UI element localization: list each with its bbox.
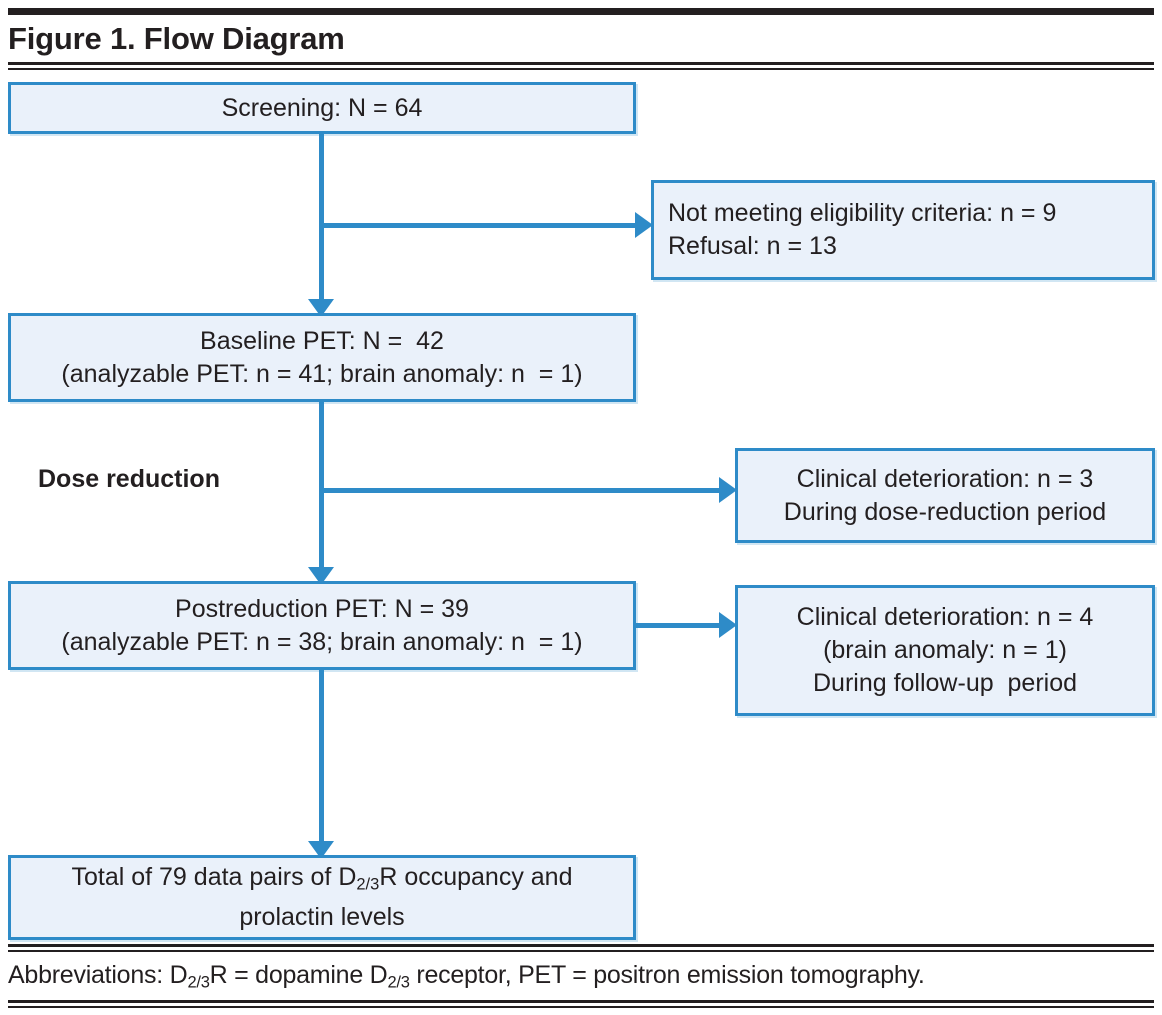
- node-total-line-1-suffix: R occupancy and: [379, 862, 573, 891]
- node-deterioration-followup: Clinical deterioration: n = 4 (brain ano…: [735, 585, 1155, 716]
- node-total-data-pairs: Total of 79 data pairs of D2/3R occupanc…: [8, 855, 636, 940]
- footnote-rule-lower: [8, 950, 1154, 952]
- branch-to-deterioration-dose: [319, 488, 723, 493]
- arrowhead-down-postreduction-icon: [308, 567, 334, 585]
- node-postreduction-pet-line-2: (analyzable PET: n = 38; brain anomaly: …: [61, 627, 583, 656]
- bottom-rule-upper: [8, 1000, 1154, 1003]
- title-rule-upper: [8, 62, 1154, 65]
- footnote-rule-upper: [8, 944, 1154, 947]
- node-postreduction-pet-line-1: Postreduction PET: N = 39: [175, 594, 469, 623]
- dose-reduction-label: Dose reduction: [38, 465, 220, 493]
- footnote-part-c: receptor, PET = positron emission tomogr…: [409, 961, 925, 989]
- node-total-line-2: prolactin levels: [239, 903, 405, 932]
- node-excluded-line-1: Not meeting eligibility criteria: n = 9: [668, 199, 1057, 227]
- title-rule-lower: [8, 68, 1154, 70]
- node-screening: Screening: N = 64: [8, 82, 636, 134]
- node-deterioration-dose-line-1: Clinical deterioration: n = 3: [796, 464, 1094, 493]
- arrowhead-right-excluded-icon: [635, 212, 653, 238]
- figure-title: Figure 1. Flow Diagram: [8, 21, 345, 56]
- node-deterioration-followup-line-2: (brain anomaly: n = 1): [823, 636, 1067, 664]
- top-rule: [8, 8, 1154, 15]
- arrowhead-down-baseline-icon: [308, 299, 334, 317]
- arrowhead-right-deterioration-followup-icon: [719, 612, 737, 638]
- node-deterioration-dose-line-2: During dose-reduction period: [783, 497, 1107, 526]
- node-total-line-1-prefix: Total of 79 data pairs of D: [71, 862, 357, 891]
- node-total-line-1: Total of 79 data pairs of D2/3R occupanc…: [71, 861, 572, 902]
- node-excluded-line-2: Refusal: n = 13: [668, 232, 837, 260]
- node-postreduction-pet: Postreduction PET: N = 39 (analyzable PE…: [8, 581, 636, 670]
- connector-screening-to-baseline: [319, 134, 324, 311]
- figure-footnote: Abbreviations: D2/3R = dopamine D2/3 rec…: [8, 957, 1154, 1001]
- footnote-subscript-2: 2/3: [387, 973, 410, 992]
- branch-to-deterioration-followup: [634, 623, 723, 628]
- node-baseline-pet-line-2: (analyzable PET: n = 41; brain anomaly: …: [61, 359, 583, 388]
- arrowhead-down-total-icon: [308, 841, 334, 859]
- connector-postreduction-to-total: [319, 670, 324, 853]
- footnote-part-a: Abbreviations: D: [8, 961, 188, 989]
- node-deterioration-dose-reduction: Clinical deterioration: n = 3 During dos…: [735, 448, 1155, 543]
- node-baseline-pet-line-1: Baseline PET: N = 42: [200, 326, 444, 355]
- footnote-subscript-1: 2/3: [187, 973, 210, 992]
- node-screening-line-1: Screening: N = 64: [221, 93, 423, 122]
- branch-to-excluded: [319, 223, 639, 228]
- node-deterioration-followup-line-3: During follow-up period: [812, 669, 1078, 697]
- arrowhead-right-deterioration-dose-icon: [719, 477, 737, 503]
- node-excluded: Not meeting eligibility criteria: n = 9 …: [651, 180, 1155, 280]
- node-baseline-pet: Baseline PET: N = 42 (analyzable PET: n …: [8, 313, 636, 402]
- node-deterioration-followup-line-1: Clinical deterioration: n = 4: [796, 603, 1094, 631]
- node-total-subscript: 2/3: [356, 875, 380, 894]
- footnote-part-b: R = dopamine D: [209, 961, 388, 989]
- bottom-rule-lower: [8, 1006, 1154, 1008]
